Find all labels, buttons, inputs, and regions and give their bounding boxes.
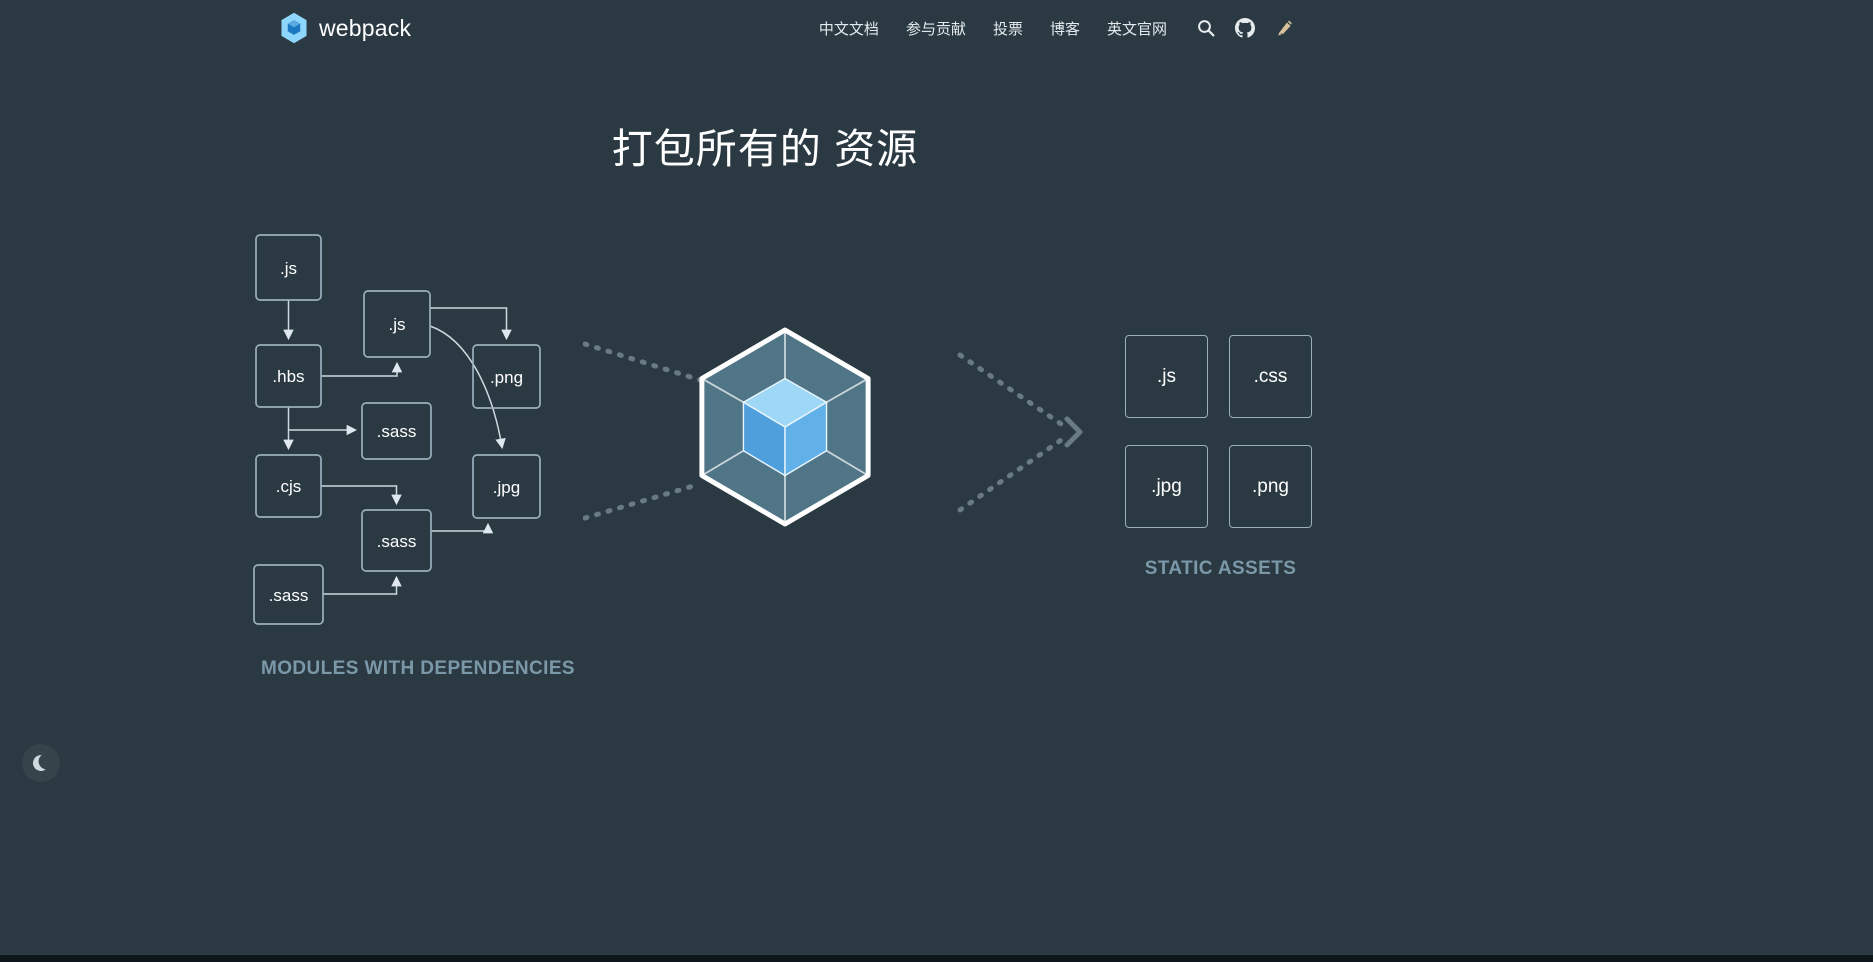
theme-toggle-button[interactable] bbox=[22, 744, 60, 782]
nav-item-english-site[interactable]: 英文官网 bbox=[1106, 20, 1167, 38]
static-assets-grid: .js .css .jpg .png bbox=[1125, 335, 1312, 528]
module-node: .hbs bbox=[255, 344, 322, 408]
module-dependency-graph: .js .js .hbs .png .sass .cjs .jpg .sass bbox=[253, 234, 541, 625]
module-node-label: .cjs bbox=[276, 477, 302, 496]
module-node: .js bbox=[363, 290, 431, 358]
asset-box: .css bbox=[1229, 335, 1312, 418]
modules-label: MODULES WITH DEPENDENCIES bbox=[260, 658, 576, 679]
nav-item-vote[interactable]: 投票 bbox=[992, 20, 1023, 38]
webpack-cube-graphic bbox=[699, 327, 871, 527]
module-node-label: .js bbox=[389, 315, 406, 334]
edge-arrow bbox=[431, 522, 494, 534]
docschina-icon[interactable] bbox=[1273, 17, 1295, 39]
module-node-label: .js bbox=[280, 259, 297, 278]
module-node-label: .png bbox=[490, 368, 523, 387]
moon-icon bbox=[31, 753, 51, 773]
next-section-edge bbox=[0, 955, 1873, 962]
asset-box: .png bbox=[1229, 445, 1312, 528]
nav-item-contribute[interactable]: 参与贡献 bbox=[905, 20, 966, 38]
edge-arrow bbox=[430, 307, 512, 341]
module-node-label: .sass bbox=[377, 532, 417, 551]
edge-arrow bbox=[321, 485, 402, 506]
module-node: .js bbox=[255, 234, 322, 301]
flow-lines-in bbox=[583, 341, 703, 521]
edge-arrow bbox=[429, 325, 506, 450]
nav-item-docs-cn[interactable]: 中文文档 bbox=[818, 20, 879, 38]
search-icon[interactable] bbox=[1195, 17, 1217, 39]
brand-name: webpack bbox=[319, 14, 412, 41]
edge-arrow bbox=[323, 575, 402, 595]
header: webpack 中文文档 参与贡献 投票 博客 英文官网 bbox=[278, 0, 1295, 56]
main-nav: 中文文档 参与贡献 投票 博客 英文官网 bbox=[819, 18, 1167, 39]
header-right: 中文文档 参与贡献 投票 博客 英文官网 bbox=[819, 17, 1295, 39]
edge-arrow bbox=[321, 361, 403, 377]
github-icon[interactable] bbox=[1234, 17, 1256, 39]
flow-arrowhead-icon bbox=[1064, 416, 1083, 448]
nav-item-blog[interactable]: 博客 bbox=[1049, 20, 1080, 38]
module-node: .jpg bbox=[472, 454, 541, 519]
module-node: .sass bbox=[361, 509, 432, 572]
module-node: .sass bbox=[361, 402, 432, 460]
module-node: .sass bbox=[253, 564, 324, 625]
webpack-home-link[interactable]: webpack bbox=[278, 12, 411, 44]
header-icons bbox=[1195, 17, 1295, 39]
assets-label: STATIC ASSETS bbox=[1144, 558, 1297, 579]
module-node-label: .sass bbox=[377, 422, 417, 441]
module-node-label: .sass bbox=[269, 586, 309, 605]
asset-box: .js bbox=[1125, 335, 1208, 418]
module-node-label: .hbs bbox=[272, 367, 304, 386]
asset-box: .jpg bbox=[1125, 445, 1208, 528]
module-node: .png bbox=[472, 344, 541, 409]
flow-lines-out bbox=[957, 352, 1083, 513]
module-node: .cjs bbox=[255, 454, 322, 518]
module-node-label: .jpg bbox=[493, 478, 520, 497]
page-title: 打包所有的 资源 bbox=[611, 126, 919, 173]
webpack-logo-icon bbox=[278, 12, 310, 44]
